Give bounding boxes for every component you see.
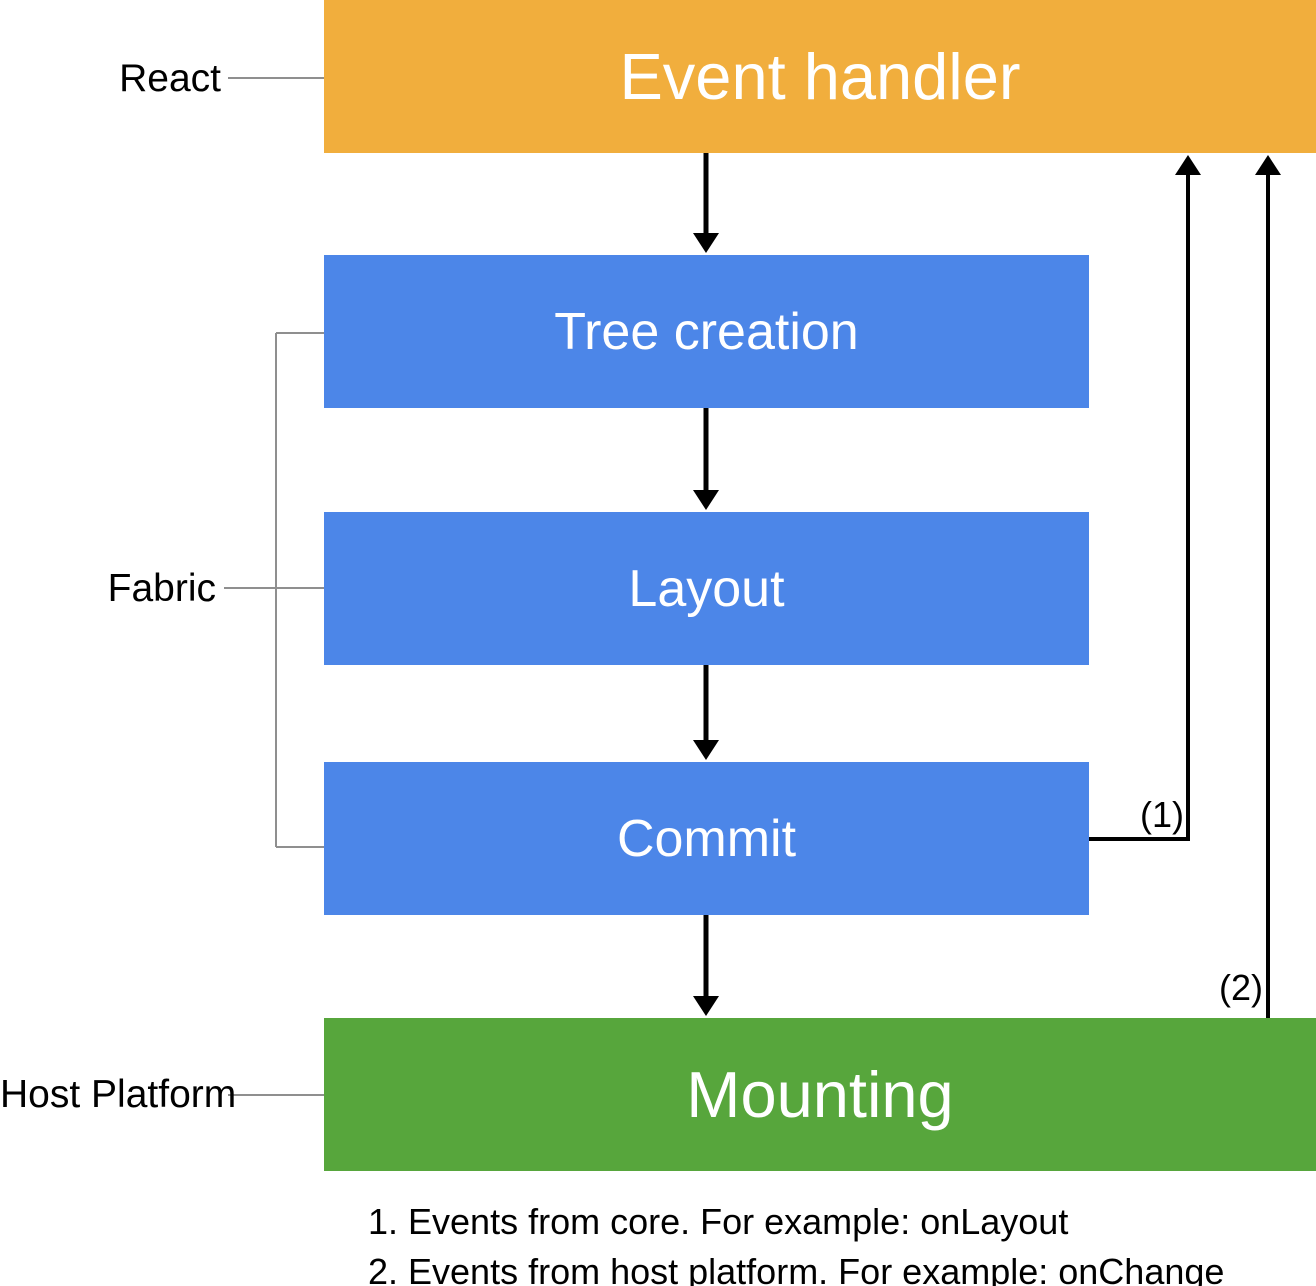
flow-arrow-layout-to-commit [693,665,719,760]
tree-creation-box: Tree creation [324,255,1089,408]
flow-arrow-commit-to-mounting [693,915,719,1016]
feedback-arrow-2-mounting-to-event-handler [1255,155,1281,1018]
layout-box: Layout [324,512,1089,665]
footnote-2: 2. Events from host platform. For exampl… [368,1251,1225,1286]
callout-2-label: (2) [1219,967,1263,1008]
mounting-box: Mounting [324,1018,1316,1171]
react-layer-label: React [119,57,221,100]
footnotes: 1. Events from core. For example: onLayo… [368,1197,1224,1286]
event-handler-label: Event handler [619,40,1021,113]
fabric-layer-label: Fabric [107,567,216,610]
flow-arrow-event-handler-to-tree-creation [693,153,719,253]
footnote-1: 1. Events from core. For example: onLayo… [368,1201,1069,1242]
mounting-label: Mounting [686,1058,954,1131]
fabric-bracket-line [275,332,324,848]
flow-arrow-tree-creation-to-layout [693,408,719,510]
event-handler-box: Event handler [324,0,1316,153]
commit-box: Commit [324,762,1089,915]
callout-1-label: (1) [1140,794,1184,835]
layout-label: Layout [628,559,785,618]
feedback-arrow-1-commit-to-event-handler [1089,155,1201,841]
commit-label: Commit [616,809,797,868]
host-platform-layer-label: Host Platform [0,1073,237,1116]
tree-creation-label: Tree creation [554,302,859,361]
